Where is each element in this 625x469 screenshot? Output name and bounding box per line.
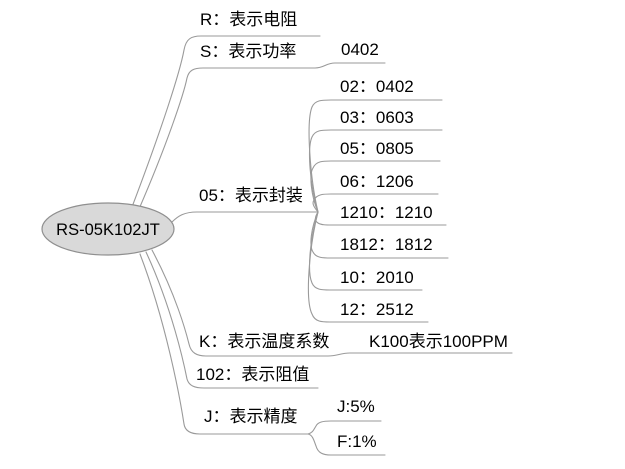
child-label-1210[interactable]: 1210：1210 bbox=[340, 203, 433, 222]
child-label-1812[interactable]: 1812：1812 bbox=[340, 235, 433, 254]
child-line-k100 bbox=[327, 352, 513, 357]
branch-label-r[interactable]: R：表示电阻 bbox=[200, 10, 297, 29]
branch-line-102 bbox=[145, 251, 319, 389]
branch-line-r bbox=[131, 35, 321, 208]
child-line-05-0805 bbox=[310, 160, 441, 213]
child-line-12-2512 bbox=[307, 211, 429, 323]
root-node[interactable] bbox=[41, 202, 175, 256]
child-line-j5 bbox=[307, 420, 382, 435]
branch-line-package bbox=[171, 211, 319, 223]
child-label-03-0603[interactable]: 03：0603 bbox=[340, 108, 414, 127]
child-label-10-2010[interactable]: 10：2010 bbox=[340, 268, 414, 287]
child-line-0402 bbox=[314, 62, 386, 69]
child-line-03-0603 bbox=[309, 129, 443, 213]
child-label-0402[interactable]: 0402 bbox=[341, 40, 379, 59]
branch-label-102[interactable]: 102：表示阻值 bbox=[196, 365, 309, 384]
child-label-02-0402[interactable]: 02：0402 bbox=[340, 77, 414, 96]
child-line-10-2010 bbox=[309, 211, 423, 291]
child-label-k100[interactable]: K100表示100PPM bbox=[369, 332, 508, 351]
child-label-06-1206[interactable]: 06：1206 bbox=[340, 172, 414, 191]
branch-label-j[interactable]: J：表示精度 bbox=[204, 407, 298, 426]
child-label-05-0805[interactable]: 05：0805 bbox=[340, 139, 414, 158]
branch-line-j bbox=[139, 253, 309, 435]
branch-label-package[interactable]: 05：表示封装 bbox=[199, 186, 303, 205]
branch-line-s bbox=[138, 67, 316, 210]
branch-label-k[interactable]: K：表示温度系数 bbox=[199, 332, 329, 351]
branch-label-s[interactable]: S：表示功率 bbox=[200, 42, 296, 61]
root-node-label[interactable]: RS-05K102JT bbox=[56, 221, 160, 239]
child-line-02-0402 bbox=[308, 99, 443, 213]
child-label-12-2512[interactable]: 12：2512 bbox=[340, 300, 414, 319]
branch-line-k bbox=[151, 249, 329, 357]
child-line-06-1206 bbox=[312, 193, 439, 213]
child-line-1812 bbox=[310, 211, 449, 259]
child-line-f1 bbox=[307, 433, 386, 456]
child-label-f1[interactable]: F:1% bbox=[337, 432, 377, 451]
child-label-j5[interactable]: J:5% bbox=[337, 397, 375, 416]
